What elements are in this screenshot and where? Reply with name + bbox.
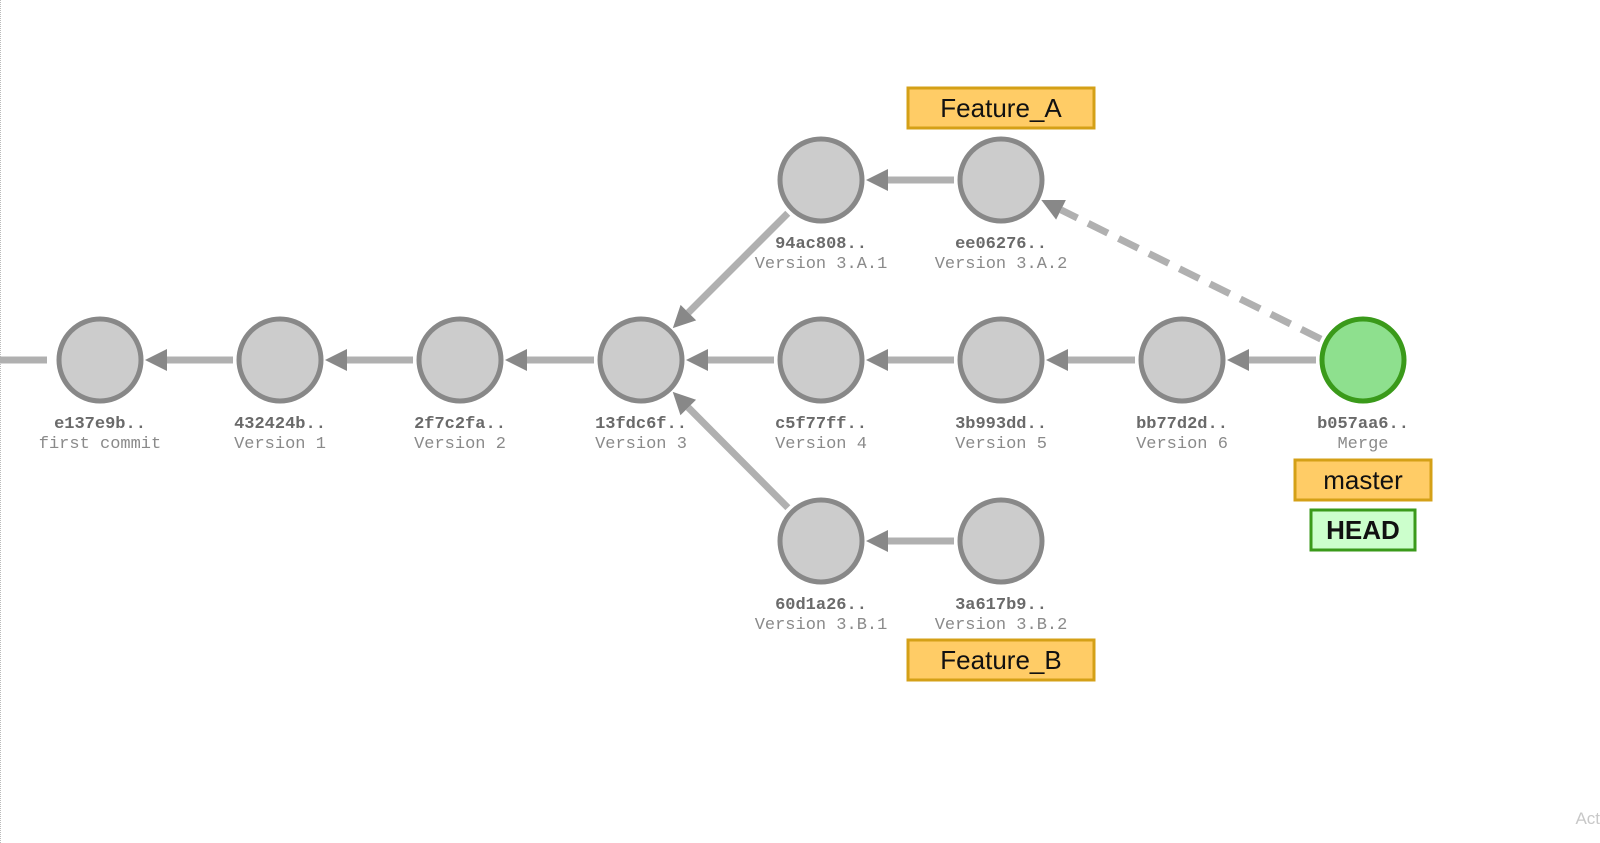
commit-hash-ee06276: ee06276.. [955,235,1047,254]
commit-hash-94ac808: 94ac808.. [775,235,867,254]
commit-message-2f7c2fa: Version 2 [414,435,506,454]
commit-hash-e137e9b: e137e9b.. [54,415,146,434]
commit-message-94ac808: Version 3.A.1 [755,255,888,274]
commit-message-432424b: Version 1 [234,435,326,454]
branch-label-box [1293,458,1433,502]
commit-node-432424b[interactable] [236,316,324,404]
branch-label-box [906,638,1096,682]
commit-node-13fdc6f[interactable] [597,316,685,404]
branch-label-feature_b[interactable]: Feature_B [906,638,1096,682]
commit-node-3b993dd[interactable] [957,316,1045,404]
commit-node-bb77d2d[interactable] [1138,316,1226,404]
commit-message-c5f77ff: Version 4 [775,435,867,454]
commit-node-3a617b9[interactable] [957,497,1045,585]
commit-hash-3b993dd: 3b993dd.. [955,415,1047,434]
commit-hash-60d1a26: 60d1a26.. [775,596,867,615]
commit-node-2f7c2fa[interactable] [416,316,504,404]
commit-node-b057aa6[interactable] [1319,316,1407,404]
commit-node-e137e9b[interactable] [56,316,144,404]
branch-label-text: master [1323,465,1403,495]
commit-message-60d1a26: Version 3.B.1 [755,616,888,635]
arrowhead-c5f77ff-to-13fdc6f [686,349,708,371]
commit-node-ee06276[interactable] [957,136,1045,224]
branch-label-master[interactable]: master [1293,458,1433,502]
branch-label-text: Feature_B [940,645,1061,675]
commit-message-e137e9b: first commit [39,435,161,454]
commit-node-c5f77ff[interactable] [777,316,865,404]
commit-message-13fdc6f: Version 3 [595,435,687,454]
commit-labels-layer: e137e9b..first commit 432424b..Version 1 2… [39,235,1409,635]
commits-layer [56,136,1407,585]
arrowhead-ee06276-to-94ac808 [866,169,888,191]
commit-hash-2f7c2fa: 2f7c2fa.. [414,415,506,434]
commit-hash-bb77d2d: bb77d2d.. [1136,415,1228,434]
head-label-text: HEAD [1326,515,1400,545]
arrowhead-bb77d2d-to-3b993dd [1046,349,1068,371]
commit-node-94ac808[interactable] [777,136,865,224]
edge-60d1a26-to-13fdc6f [685,405,791,511]
arrowhead-60d1a26-to-13fdc6f [672,391,697,416]
commit-hash-13fdc6f: 13fdc6f.. [595,415,687,434]
commit-message-3a617b9: Version 3.B.2 [935,616,1068,635]
arrowhead-3b993dd-to-c5f77ff [866,349,888,371]
commit-node-60d1a26[interactable] [777,497,865,585]
left-border [0,0,1,843]
corner-text: Act [1575,809,1600,828]
branch-label-box [906,86,1096,130]
edges-layer [0,169,1323,552]
arrowhead-432424b-to-e137e9b [145,349,167,371]
arrowhead-b057aa6-to-ee06276 [1041,199,1066,220]
commit-hash-b057aa6: b057aa6.. [1317,415,1409,434]
head-label-box [1309,508,1417,552]
arrowhead-13fdc6f-to-2f7c2fa [505,349,527,371]
arrowhead-2f7c2fa-to-432424b [325,349,347,371]
head-label[interactable]: HEAD [1309,508,1417,552]
edge-94ac808-to-13fdc6f [685,210,791,316]
commit-hash-3a617b9: 3a617b9.. [955,596,1047,615]
arrowhead-94ac808-to-13fdc6f [672,304,697,329]
edge-b057aa6-to-ee06276 [1059,206,1323,343]
arrowhead-3a617b9-to-60d1a26 [866,530,888,552]
arrowhead-b057aa6-to-bb77d2d [1227,349,1249,371]
commit-message-b057aa6: Merge [1337,435,1388,454]
commit-hash-c5f77ff: c5f77ff.. [775,415,867,434]
commit-message-bb77d2d: Version 6 [1136,435,1228,454]
commit-message-3b993dd: Version 5 [955,435,1047,454]
branch-label-feature_a[interactable]: Feature_A [906,86,1096,130]
commit-hash-432424b: 432424b.. [234,415,326,434]
branch-label-text: Feature_A [940,93,1062,123]
commit-message-ee06276: Version 3.A.2 [935,255,1068,274]
